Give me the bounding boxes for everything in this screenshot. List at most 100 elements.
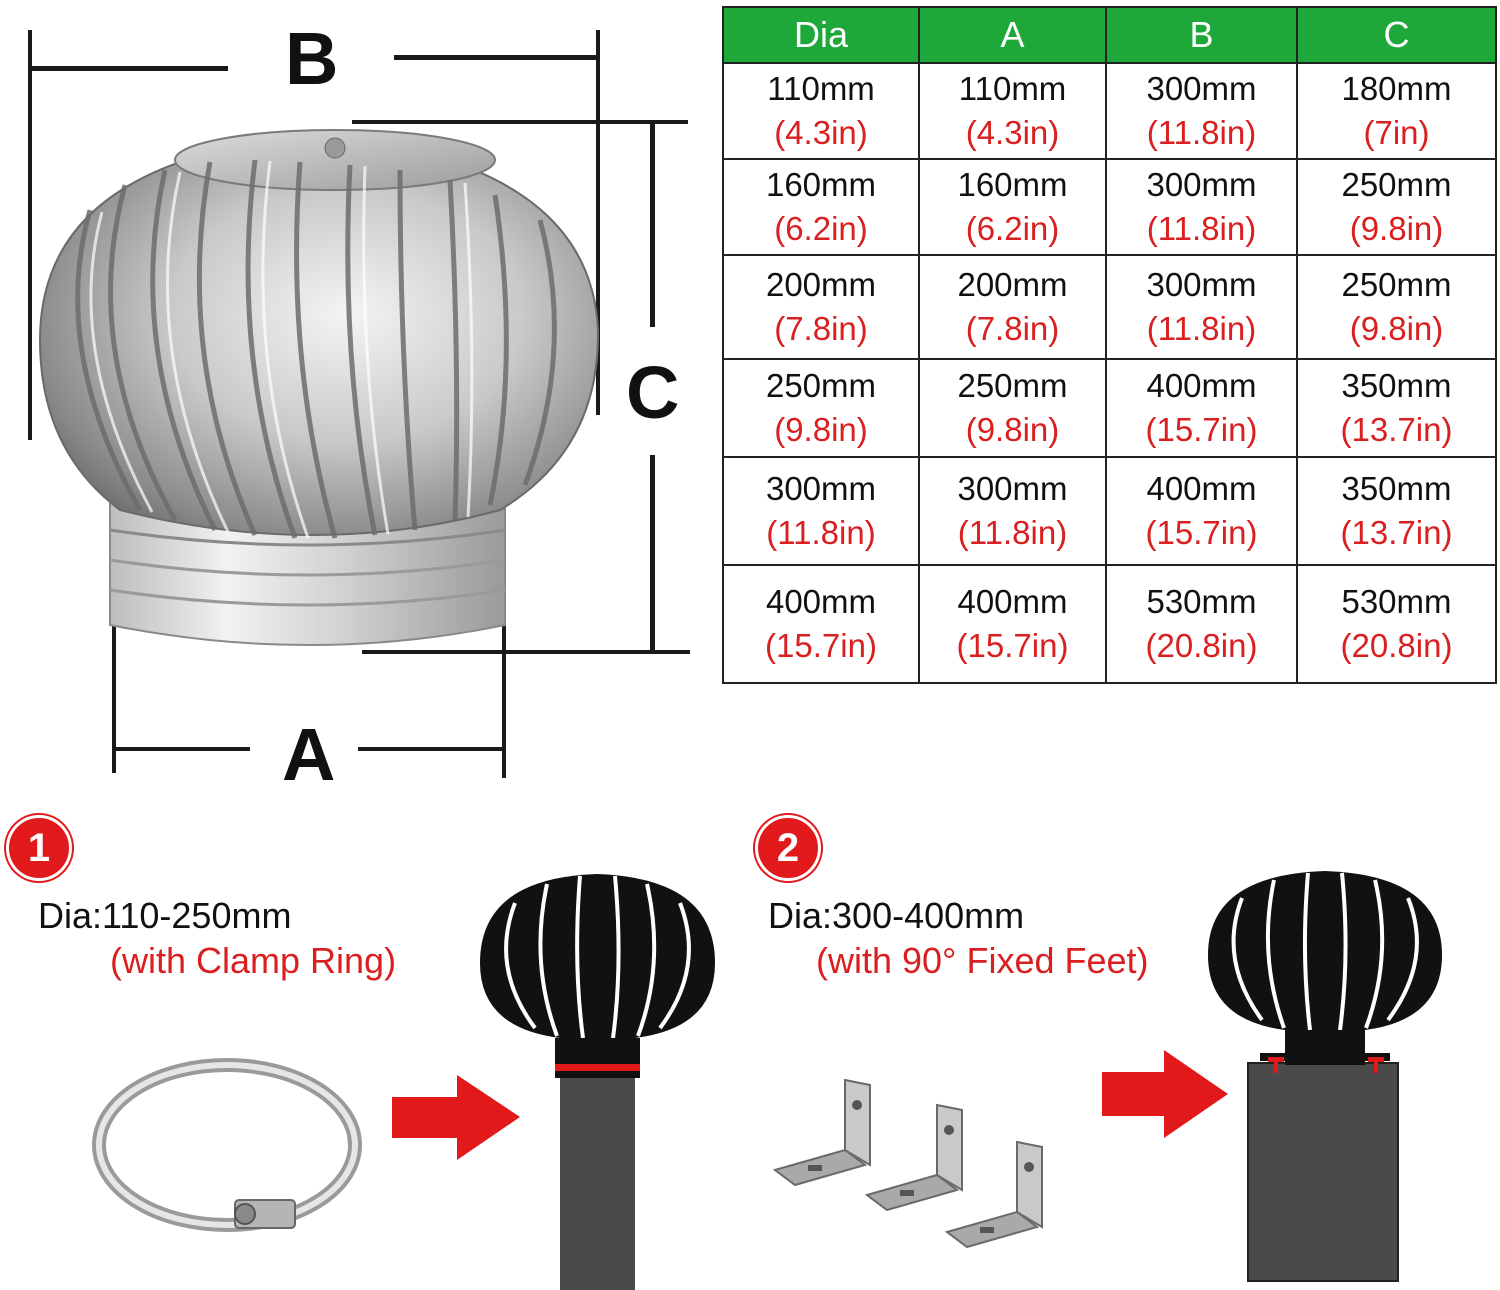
- table-cell-a: 160mm(6.2in): [918, 158, 1107, 256]
- imperial-value: (11.8in): [1146, 114, 1257, 151]
- a-dimension-line-left: [114, 747, 250, 751]
- vent-with-clamp-diagram: [480, 874, 715, 1290]
- metric-value: 300mm: [1146, 70, 1257, 107]
- imperial-value: (7.8in): [965, 310, 1060, 347]
- b-dimension-line-right: [394, 55, 598, 60]
- imperial-value: (20.8in): [1145, 627, 1258, 664]
- arrow-right-icon-1: [392, 1075, 520, 1160]
- imperial-value: (6.2in): [965, 210, 1060, 247]
- dia-range-1: Dia:110-250mm: [38, 895, 291, 937]
- table-row: 400mm(15.7in)400mm(15.7in)530mm(20.8in)5…: [722, 564, 1497, 684]
- metric-value: 400mm: [1146, 367, 1257, 404]
- imperial-value: (11.8in): [1146, 310, 1257, 347]
- metric-value: 200mm: [765, 266, 877, 303]
- header-c: C: [1296, 6, 1497, 64]
- metric-value: 400mm: [765, 583, 877, 620]
- table-cell-a: 200mm (7.8in): [918, 254, 1107, 360]
- metric-value: 530mm: [1146, 583, 1257, 620]
- table-cell-c: 250mm (9.8in): [1296, 158, 1497, 256]
- table-cell-dia: 250mm (9.8in): [722, 358, 920, 458]
- dia-label-1: Dia:: [38, 895, 103, 936]
- imperial-value: (15.7in): [956, 627, 1069, 664]
- a-extension-right: [502, 578, 506, 778]
- fixed-feet-brackets-image: [772, 1078, 1043, 1249]
- step-1-badge: 1: [6, 815, 72, 881]
- table-cell-b: 400mm (15.7in): [1105, 456, 1298, 566]
- imperial-value: (11.8in): [766, 514, 876, 551]
- table-cell-a: 250mm (9.8in): [918, 358, 1107, 458]
- dia-range-2: Dia:300-400mm: [768, 895, 1024, 937]
- clamp-ring-note: (with Clamp Ring): [110, 940, 397, 981]
- table-cell-a: 110mm(4.3in): [918, 62, 1107, 160]
- table-cell-b: 300mm (11.8in): [1105, 62, 1298, 160]
- c-extension-bottom: [362, 650, 690, 654]
- metric-value: 300mm: [1146, 166, 1257, 203]
- imperial-value: (13.7in): [1340, 411, 1453, 448]
- metric-value: 250mm: [957, 367, 1068, 404]
- arrow-right-icon-2: [1102, 1050, 1228, 1138]
- table-cell-dia: 400mm (15.7in): [722, 564, 920, 684]
- size-spec-table: Dia A B C 110mm(4.3in)110mm(4.3in)300mm(…: [722, 6, 1497, 684]
- table-cell-dia: 110mm (4.3in): [722, 62, 920, 160]
- imperial-value: (6.2in): [774, 210, 868, 247]
- c-extension-top: [352, 120, 688, 124]
- imperial-value: (15.7in): [765, 627, 877, 664]
- a-dimension-line-right: [358, 747, 504, 751]
- table-cell-b: 400mm(15.7in): [1105, 358, 1298, 458]
- b-dimension-line-left: [30, 66, 228, 71]
- imperial-value: (15.7in): [1145, 514, 1258, 551]
- table-cell-dia: 300mm (11.8in): [722, 456, 920, 566]
- imperial-value: (9.8in): [965, 411, 1060, 448]
- metric-value: 300mm: [1146, 266, 1257, 303]
- imperial-value: (9.8in): [1349, 210, 1444, 247]
- imperial-value: (9.8in): [774, 411, 868, 448]
- metric-value: 110mm: [767, 70, 875, 107]
- table-cell-dia: 200mm (7.8in): [722, 254, 920, 360]
- imperial-value: (7in): [1363, 114, 1430, 151]
- table-cell-c: 350mm (13.7in): [1296, 456, 1497, 566]
- c-dimension-line-top: [650, 122, 655, 327]
- b-extension-right: [596, 30, 600, 415]
- imperial-value: (13.7in): [1340, 514, 1453, 551]
- metric-value: 300mm: [957, 470, 1068, 507]
- a-dimension-label: A: [282, 713, 336, 796]
- metric-value: 350mm: [1341, 470, 1452, 507]
- metric-value: 350mm: [1341, 367, 1452, 404]
- table-row: 250mm(9.8in)250mm(9.8in)400mm(15.7in)350…: [722, 358, 1497, 458]
- table-cell-b: 300mm (11.8in): [1105, 254, 1298, 360]
- b-extension-left: [28, 30, 32, 440]
- metric-value: 530mm: [1341, 583, 1452, 620]
- table-cell-a: 300mm(11.8in): [918, 456, 1107, 566]
- table-cell-b: 300mm (11.8in): [1105, 158, 1298, 256]
- a-extension-left: [112, 568, 116, 773]
- table-row: 160mm(6.2in)160mm(6.2in)300mm(11.8in)250…: [722, 158, 1497, 256]
- imperial-value: (4.3in): [774, 114, 868, 151]
- clamp-ring-image: [92, 1058, 362, 1232]
- metric-value: 160mm: [765, 166, 877, 203]
- table-row: 110mm(4.3in)110mm(4.3in)300mm(11.8in)180…: [722, 62, 1497, 160]
- metric-value: 250mm: [1341, 166, 1452, 203]
- metric-value: 250mm: [1341, 266, 1452, 303]
- table-row: 200mm (7.8in) 200mm (7.8in) 300mm (11.8in) 250…: [722, 254, 1497, 360]
- imperial-value: (20.8in): [1340, 627, 1453, 664]
- metric-value: 400mm: [1146, 470, 1257, 507]
- table-cell-c: 250mm (9.8in): [1296, 254, 1497, 360]
- dia-value-1: 110-250mm: [102, 895, 292, 936]
- table-cell-c: 350mm (13.7in): [1296, 358, 1497, 458]
- metric-value: 110mm: [958, 70, 1067, 107]
- imperial-value: (11.8in): [1146, 210, 1257, 247]
- header-dia: Dia: [722, 6, 920, 64]
- step-2-badge: 2: [755, 815, 821, 881]
- imperial-value: (7.8in): [774, 310, 868, 347]
- c-dimension-line-bottom: [650, 455, 655, 652]
- imperial-value: (9.8in): [1349, 310, 1444, 347]
- fixed-feet-note: (with 90° Fixed Feet): [816, 940, 1149, 981]
- table-cell-b: 530mm (20.8in): [1105, 564, 1298, 684]
- metric-value: 180mm: [1341, 70, 1452, 107]
- table-cell-a: 400mm(15.7in): [918, 564, 1107, 684]
- metric-value: 300mm: [765, 470, 877, 507]
- dia-label-2: Dia:: [768, 895, 833, 936]
- metric-value: 250mm: [765, 367, 877, 404]
- header-b: B: [1105, 6, 1298, 64]
- metric-value: 200mm: [957, 266, 1068, 303]
